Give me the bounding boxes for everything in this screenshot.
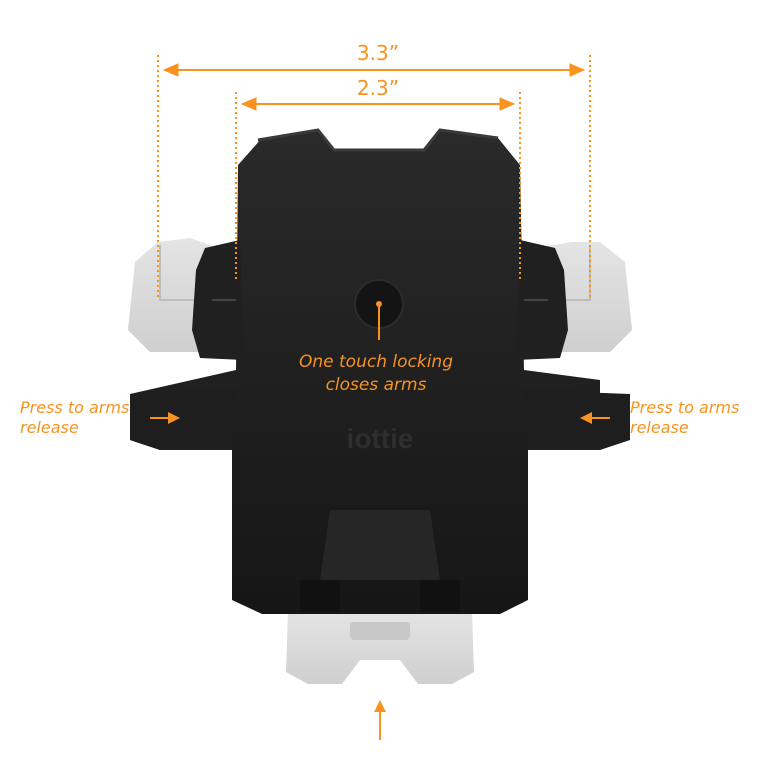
right-grip-arm[interactable] [516,240,568,360]
outer-width-label: 3.3” [357,41,399,65]
center-callout-line1: One touch locking [299,352,453,372]
bottom-foot-extended-ghost [286,612,474,684]
dimension-guides [157,55,591,300]
left-grip-arm[interactable] [192,240,244,360]
left-arm-extended-ghost [128,238,212,352]
bottom-press-arrow [374,700,386,740]
center-callout-pointer [376,301,382,340]
right-press-arrow [580,412,610,424]
mount-body [130,128,600,614]
left-release-tab[interactable] [130,390,236,450]
brand-logo: iottie [347,423,414,454]
inner-width-label: 2.3” [357,76,399,100]
right-callout-line1: Press to arms [630,398,739,417]
left-press-arrow [150,412,180,424]
left-callout-line1: Press to arms [20,398,129,417]
right-callout-line2: release [630,418,689,437]
right-release-tab[interactable] [524,390,630,450]
center-callout-line2: closes arms [326,375,427,395]
left-callout-line2: release [20,418,79,437]
